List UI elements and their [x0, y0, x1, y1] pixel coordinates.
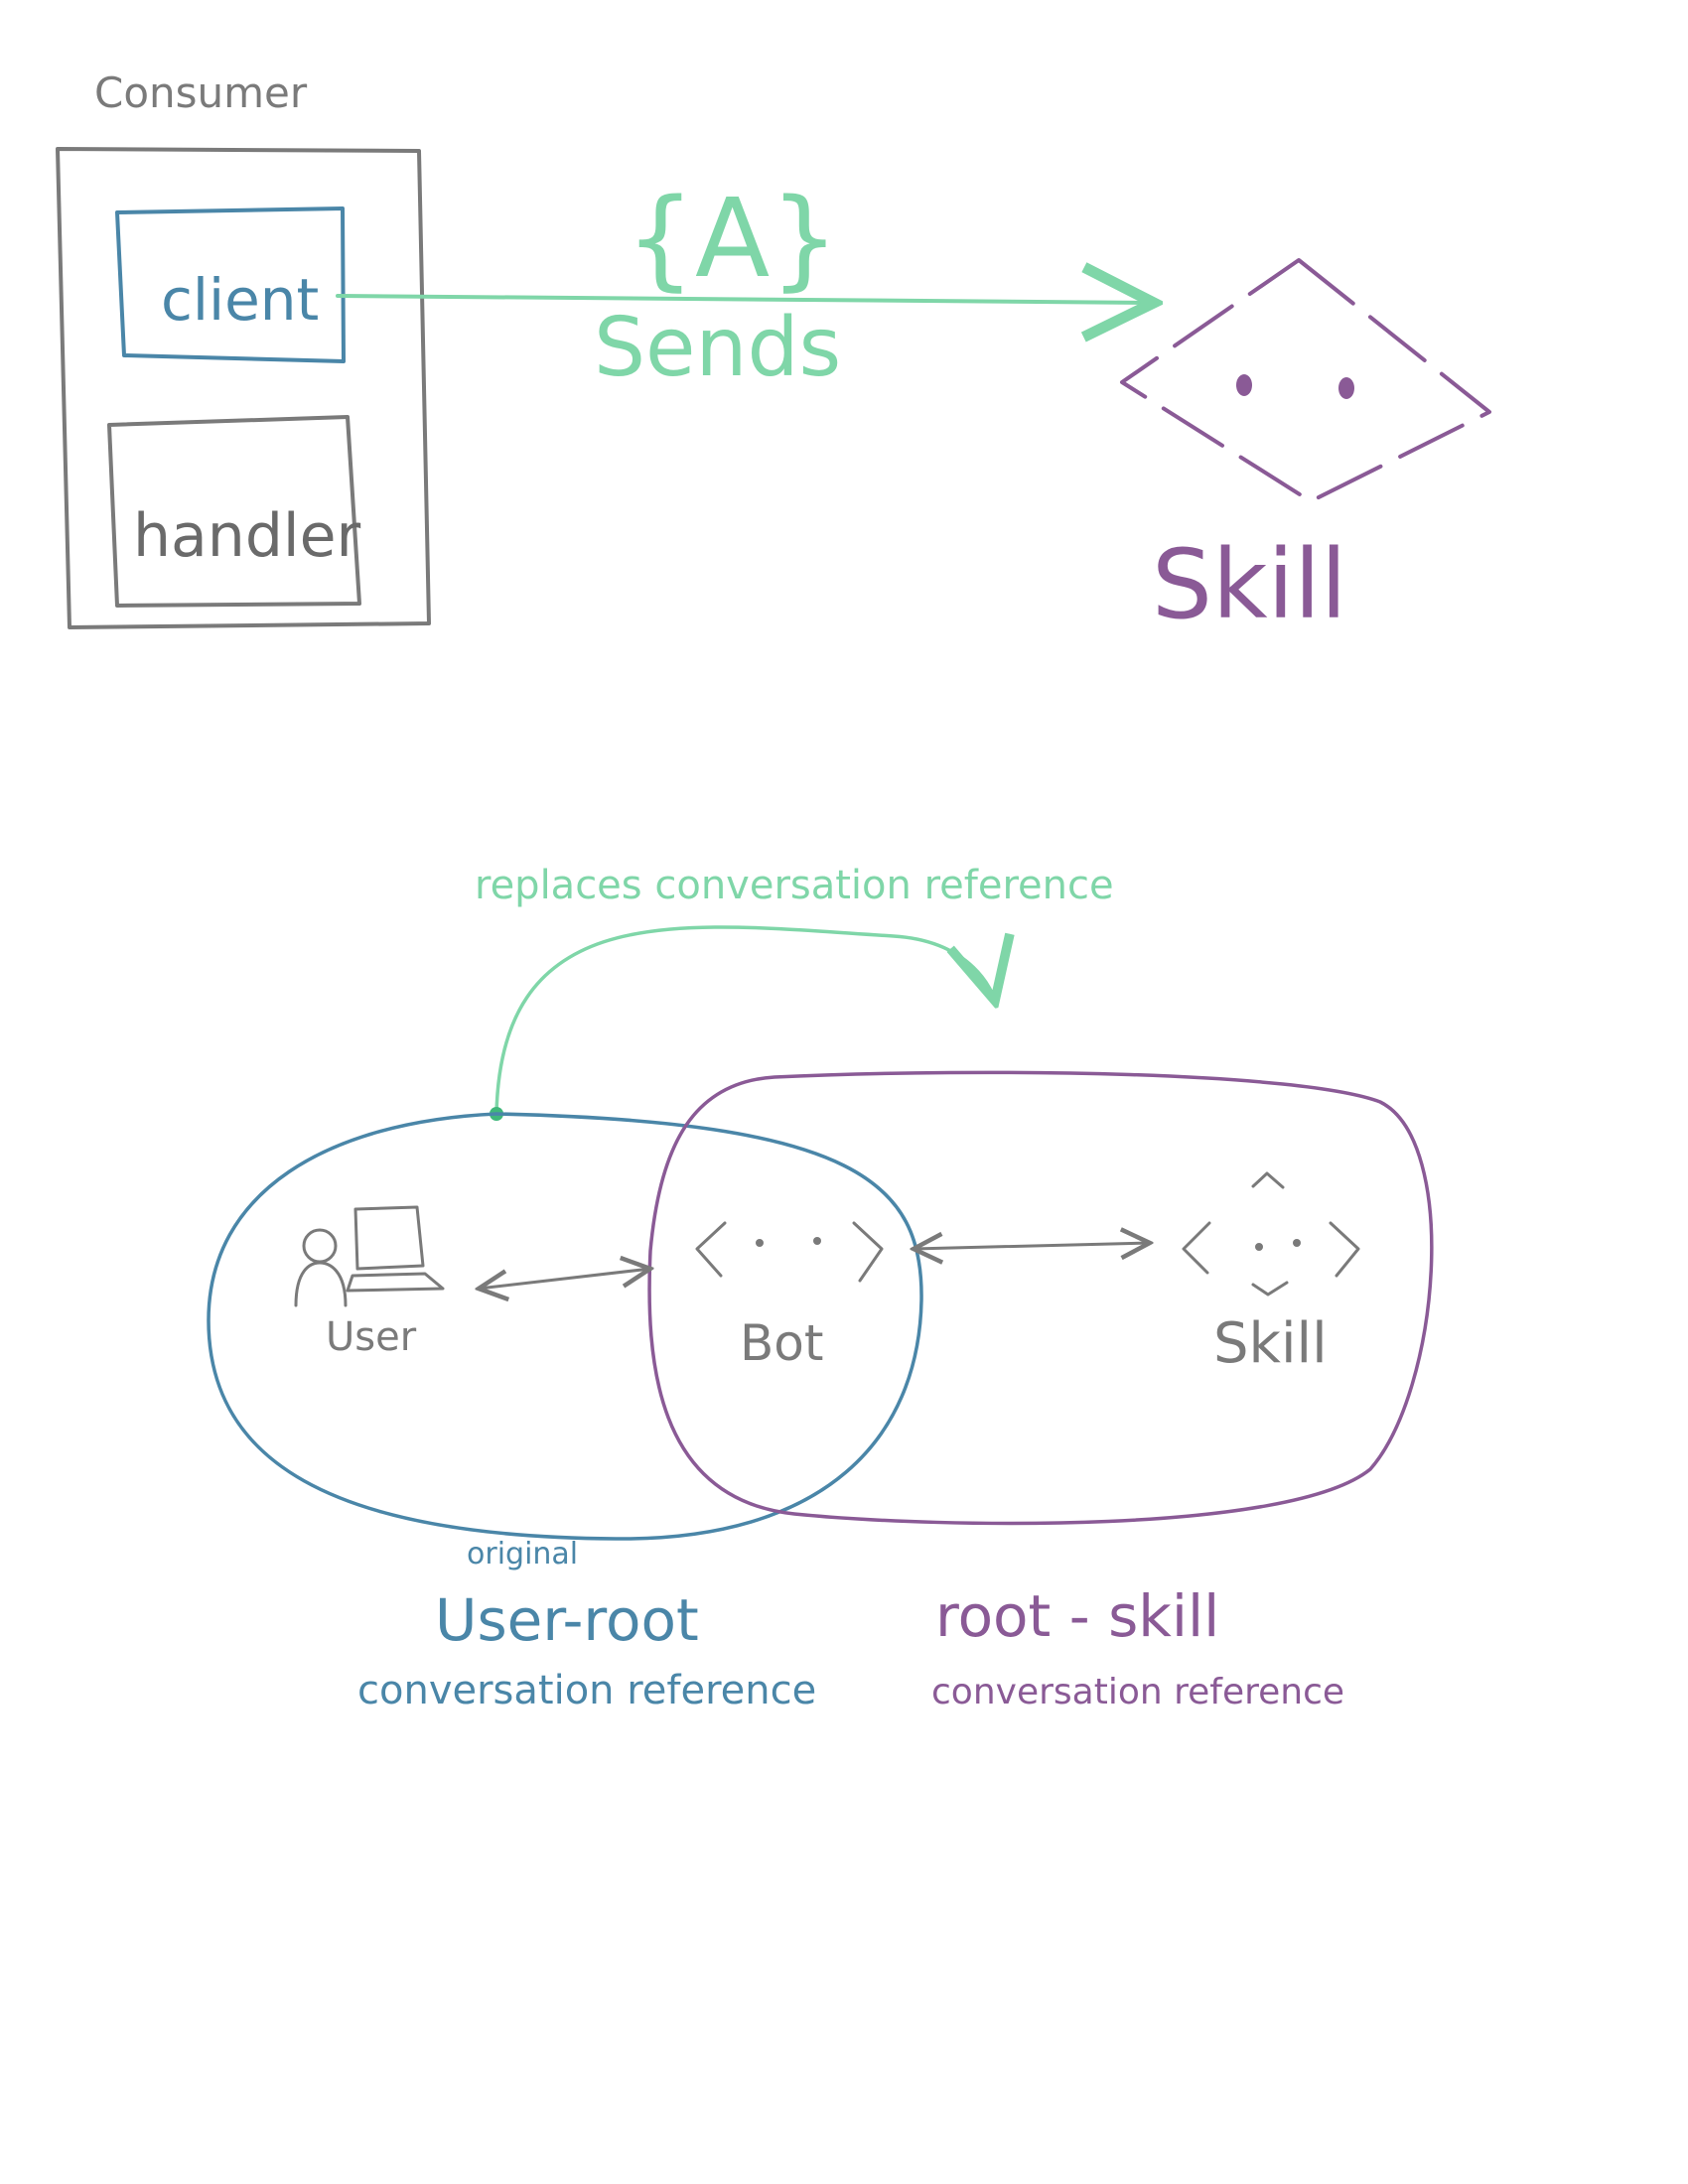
skill-label-top: Skill	[1152, 529, 1347, 640]
curved-arrow-icon	[494, 925, 995, 1116]
root-skill-label: root - skill	[935, 1582, 1219, 1650]
skill-icon	[1182, 1171, 1360, 1297]
double-arrow-icon	[914, 1243, 1150, 1249]
handler-box	[107, 415, 361, 608]
consumer-label: Consumer	[94, 68, 308, 117]
user-root-sub: conversation reference	[357, 1668, 816, 1713]
sends-label: Sends	[594, 301, 841, 395]
root-skill-sub: conversation reference	[931, 1672, 1344, 1712]
root-skill-ellipse	[647, 1070, 1434, 1526]
client-label: client	[161, 266, 319, 334]
sends-arrow-group: {A} Sends	[336, 175, 1154, 395]
original-label: original	[467, 1537, 578, 1571]
bot-label: Bot	[740, 1314, 824, 1372]
skill-diamond-icon	[1120, 258, 1491, 503]
user-label: User	[326, 1314, 417, 1360]
double-arrow-icon	[479, 1269, 650, 1289]
client-box	[115, 206, 346, 363]
arrow-right-icon	[336, 296, 1154, 303]
bot-icon	[695, 1221, 884, 1283]
user-root-ellipse	[207, 1112, 923, 1541]
payload-label: {A}	[626, 175, 839, 302]
skill-label-bottom: Skill	[1213, 1311, 1328, 1376]
replaces-label: replaces conversation reference	[475, 863, 1114, 908]
consumer-box	[56, 147, 431, 629]
consumer-group: Consumer client handler	[56, 68, 431, 629]
user-root-label: User-root	[435, 1586, 699, 1654]
handler-label: handler	[133, 501, 360, 571]
user-laptop-icon	[294, 1205, 445, 1307]
